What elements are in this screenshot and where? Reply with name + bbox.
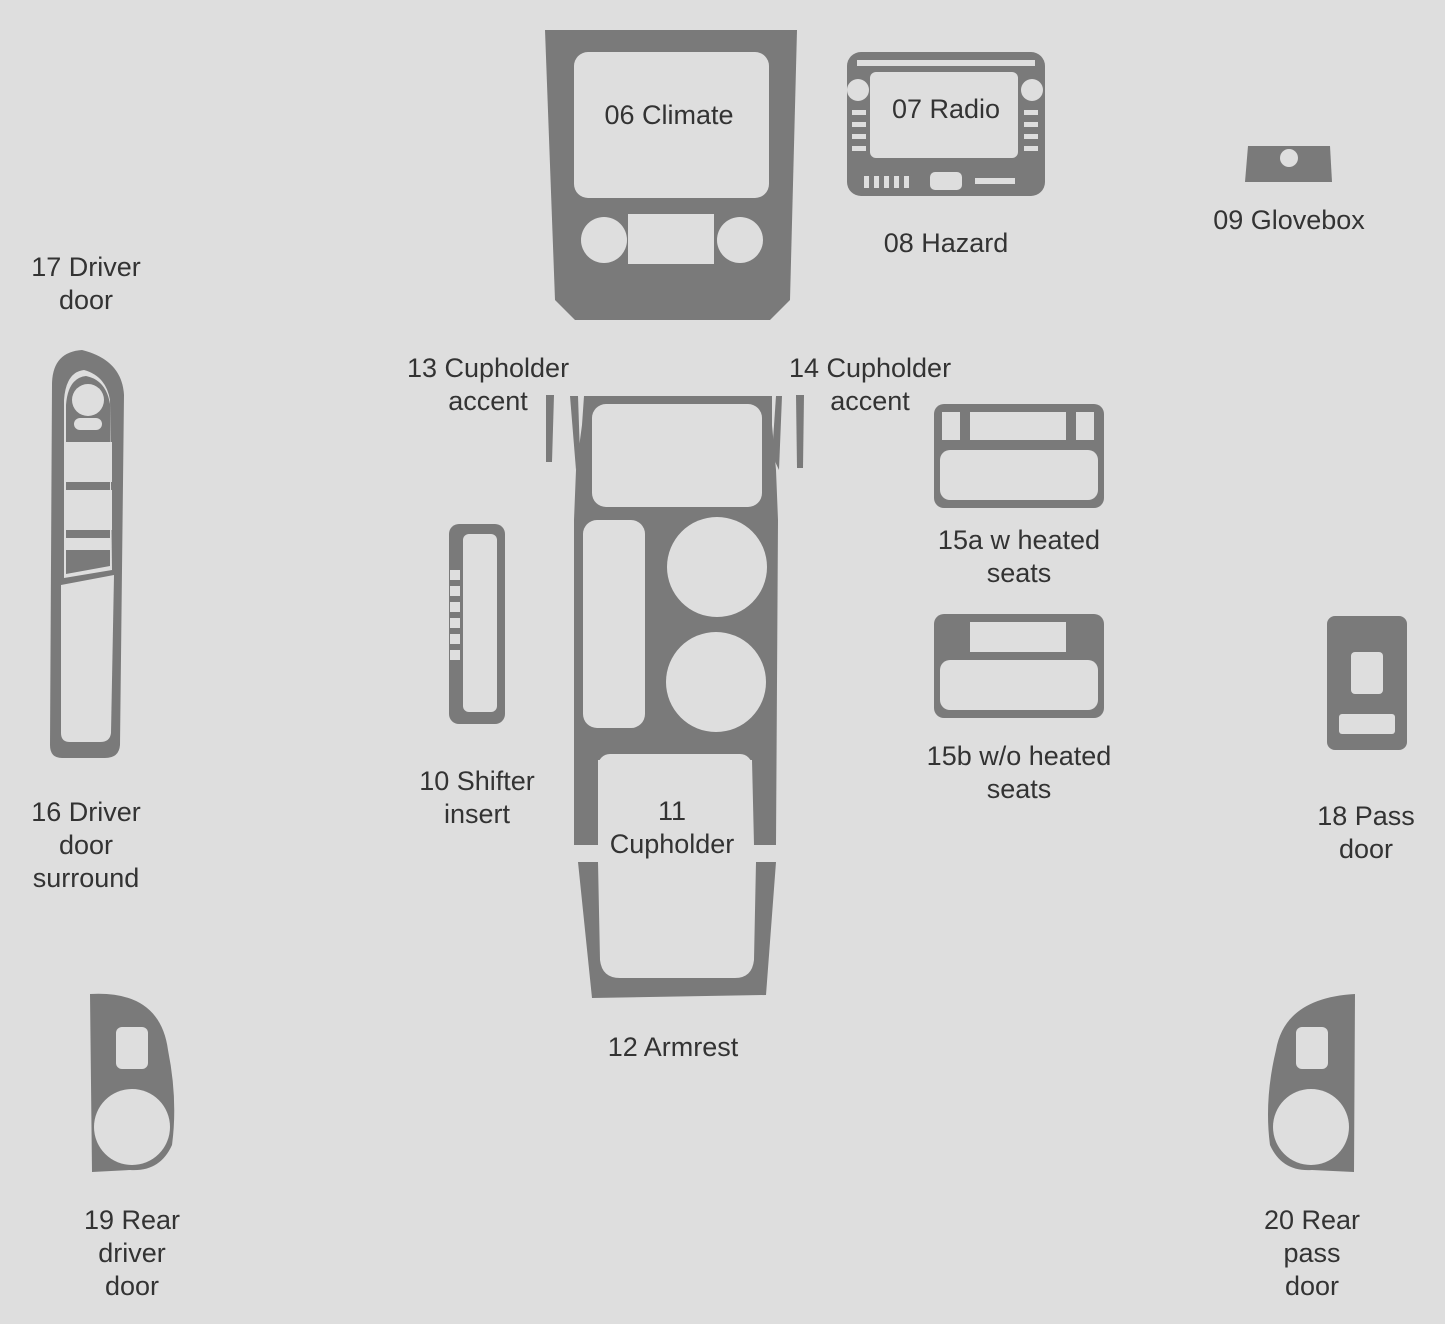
label-line: 12 Armrest xyxy=(607,1032,739,1062)
pass-door-switch-shape xyxy=(1327,616,1407,750)
cupholder-accent-left-shape xyxy=(546,395,554,462)
label-line: door xyxy=(1338,834,1394,864)
shifter-insert-shape xyxy=(449,524,505,724)
label-line: door xyxy=(58,285,114,315)
label-line: 15b w/o heated xyxy=(926,741,1112,771)
radio-bezel-shape xyxy=(847,52,1045,196)
armrest-shape xyxy=(578,862,776,998)
rear-pass-door-shape xyxy=(1268,994,1355,1172)
climate-bezel-shape xyxy=(545,30,797,320)
label-line: 19 Rear xyxy=(83,1205,181,1235)
label-line: 14 Cupholder xyxy=(788,353,952,383)
label-line: pass xyxy=(1283,1238,1341,1268)
label-line: 06 Climate xyxy=(604,100,734,130)
label-line: door xyxy=(104,1271,160,1301)
label-line: 20 Rear xyxy=(1263,1205,1361,1235)
glovebox-shape xyxy=(1245,146,1332,182)
non-heated-seats-panel-shape xyxy=(934,614,1104,718)
label-07-radio: 07 Radio xyxy=(866,93,1026,126)
label-line: door xyxy=(58,830,114,860)
label-line: seats xyxy=(986,558,1052,588)
label-line: 17 Driver xyxy=(31,252,141,282)
label-line: 10 Shifter xyxy=(419,766,535,796)
label-line: 13 Cupholder xyxy=(406,353,570,383)
label-line: insert xyxy=(443,799,511,829)
label-12-armrest: 12 Armrest xyxy=(583,1031,763,1064)
label-line: 11 xyxy=(657,796,687,826)
label-06-climate: 06 Climate xyxy=(589,99,749,132)
label-line: 08 Hazard xyxy=(883,228,1009,258)
label-line: door xyxy=(1284,1271,1340,1301)
heated-seats-panel-shape xyxy=(934,404,1104,508)
label-line: 09 Glovebox xyxy=(1213,205,1365,235)
label-line: Cupholder xyxy=(609,829,735,859)
cupholder-accent-right-shape xyxy=(796,395,804,468)
label-line: accent xyxy=(448,386,528,416)
driver-door-switch-shape xyxy=(64,376,112,574)
label-line: seats xyxy=(986,774,1052,804)
cupholder-console-shape xyxy=(570,396,782,845)
label-line: driver xyxy=(98,1238,166,1268)
label-08-hazard: 08 Hazard xyxy=(856,227,1036,260)
label-line: surround xyxy=(32,863,140,893)
rear-driver-door-shape xyxy=(90,993,175,1172)
label-09-glovebox: 09 Glovebox xyxy=(1189,204,1389,237)
label-line: accent xyxy=(830,386,910,416)
label-line: 15a w heated xyxy=(937,525,1101,555)
label-line: 18 Pass xyxy=(1317,801,1415,831)
label-line: 16 Driver xyxy=(31,797,141,827)
label-line: 07 Radio xyxy=(891,94,1001,124)
